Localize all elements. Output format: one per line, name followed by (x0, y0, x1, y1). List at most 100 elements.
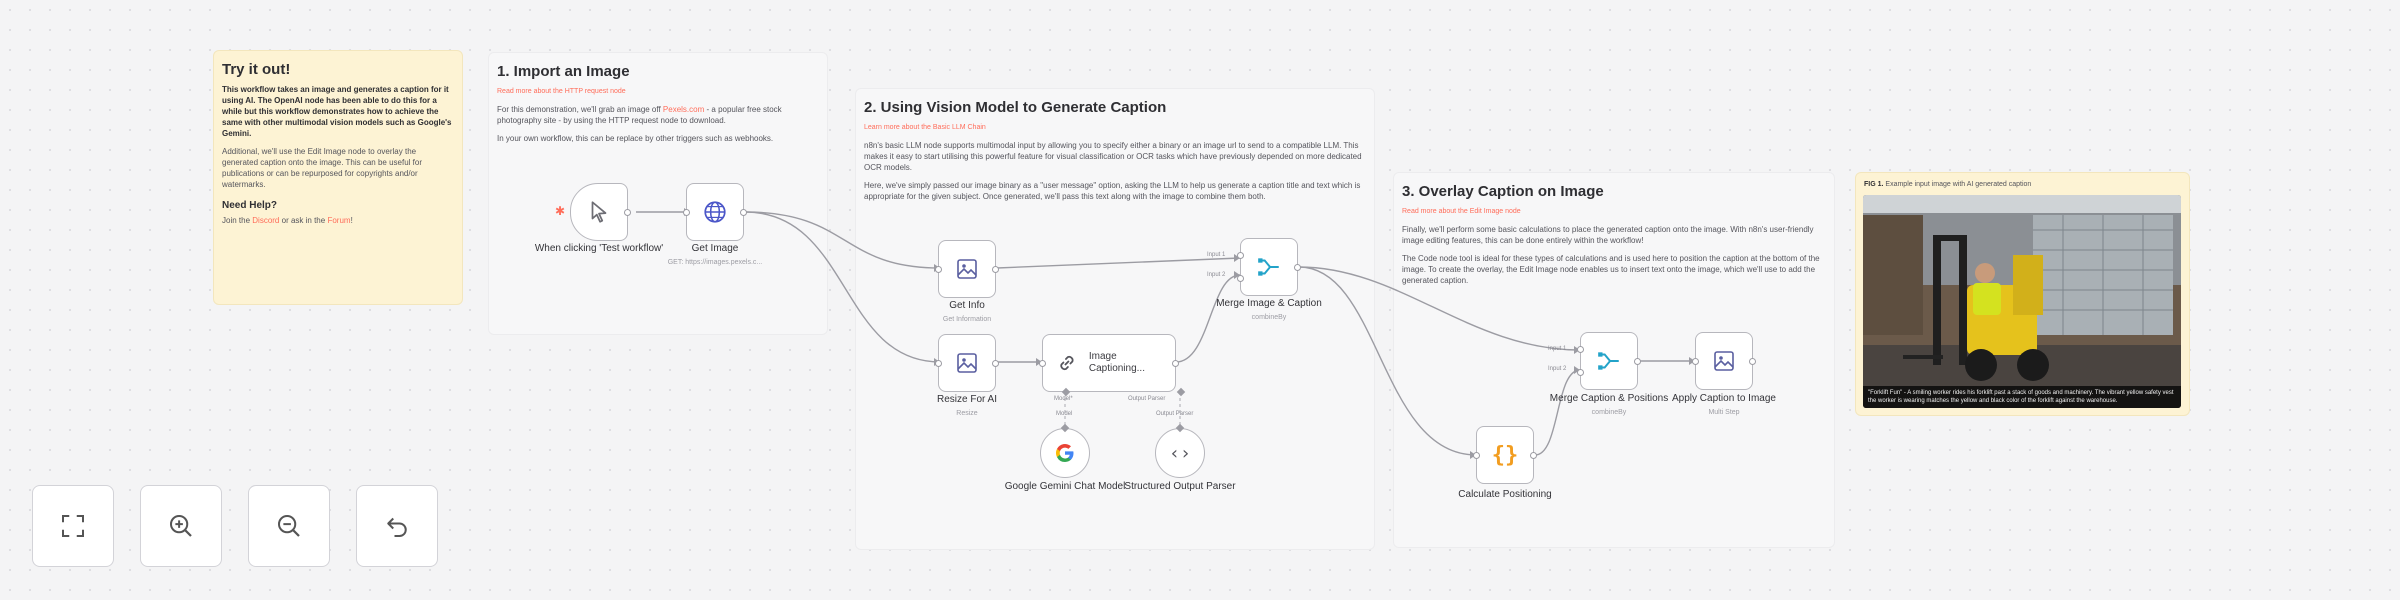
output-port[interactable] (624, 208, 631, 216)
zoom-out-button[interactable] (248, 485, 330, 567)
sticky-step-2[interactable]: 2. Using Vision Model to Generate Captio… (855, 88, 1375, 550)
node-google-gemini[interactable] (1040, 423, 1090, 478)
node-merge-image-caption[interactable] (1237, 238, 1301, 296)
node-subtitle: Resize (956, 410, 978, 417)
node-merge-caption-positions[interactable] (1577, 332, 1641, 390)
input-port[interactable] (935, 265, 942, 273)
sticky-title: Try it out! (222, 61, 291, 78)
output-port[interactable] (1294, 263, 1301, 271)
example-forklift-image: "Forklift Fun" - A smiling worker rides … (1863, 195, 2181, 408)
output-port[interactable] (740, 208, 747, 216)
sticky-step-1[interactable]: 1. Import an Image Read more about the H… (488, 52, 828, 335)
edit-image-doc-link[interactable]: Read more about the Edit Image node (1402, 208, 1521, 215)
forum-link[interactable]: Forum (327, 216, 351, 225)
output-port[interactable] (992, 265, 999, 273)
node-label: Structured Output Parser (1124, 481, 1236, 492)
node-label: Merge Image & Caption combineBy (1194, 298, 1344, 324)
output-port[interactable] (1749, 357, 1756, 365)
port-label: Model (1056, 411, 1073, 417)
node-get-image[interactable] (683, 183, 747, 241)
node-label: Google Gemini Chat Model (1004, 481, 1126, 492)
reset-zoom-button[interactable] (356, 485, 438, 567)
input-port-1[interactable] (1577, 346, 1584, 354)
code-braces-icon: {} (1491, 442, 1519, 468)
port-label: Output Parser (1156, 411, 1194, 417)
undo-icon (387, 517, 407, 537)
output-port[interactable] (1530, 451, 1537, 459)
pexels-link[interactable]: Pexels.com (662, 105, 705, 114)
fullscreen-icon (62, 515, 84, 537)
sticky-paragraph: In your own workflow, this can be replac… (497, 134, 774, 143)
node-apply-caption[interactable] (1692, 332, 1756, 390)
figure-heading: FIG 1. Example input image with AI gener… (1864, 181, 2032, 188)
input-port[interactable] (683, 208, 690, 216)
node-calculate-positioning[interactable]: {} (1473, 426, 1537, 484)
node-label: Get Info Get Information (892, 300, 1042, 326)
node-image-captioning[interactable]: Image Captioning... (1039, 334, 1186, 397)
node-subtitle: Multi Step (1708, 409, 1740, 416)
fit-view-button[interactable] (32, 485, 114, 567)
output-port[interactable] (1634, 357, 1641, 365)
zoom-in-icon (170, 515, 192, 537)
help-heading: Need Help? (222, 200, 278, 211)
chain-link-icon (1060, 355, 1074, 371)
sticky-paragraph: This workflow takes an image and generat… (222, 85, 452, 138)
output-port[interactable] (992, 359, 999, 367)
node-structured-output-parser[interactable]: ‹› (1155, 423, 1205, 478)
discord-link[interactable]: Discord (252, 216, 280, 225)
output-port[interactable] (1172, 359, 1179, 367)
sticky-paragraph: Here, we've simply passed our image bina… (864, 181, 1361, 201)
forklift-photo-illustration (1863, 195, 2181, 408)
input-label-2: Input 2 (1548, 366, 1567, 372)
node-manual-trigger[interactable] (570, 183, 631, 241)
input-port[interactable] (1039, 359, 1046, 367)
input-port-1[interactable] (1237, 252, 1244, 260)
node-label: When clicking 'Test workflow' (534, 243, 664, 254)
image-icon (957, 259, 977, 279)
edge-get-image-to-get-info (744, 211, 941, 269)
step-2-title: 2. Using Vision Model to Generate Captio… (864, 99, 1167, 116)
input-port[interactable] (1473, 451, 1480, 459)
input-port-2[interactable] (1577, 368, 1584, 376)
node-label: Calculate Positioning (1458, 489, 1552, 500)
step-3-title: 3. Overlay Caption on Image (1402, 183, 1604, 200)
http-request-doc-link[interactable]: Read more about the HTTP request node (497, 88, 626, 95)
node-label: Resize For AI Resize (892, 394, 1042, 420)
node-label: Image Captioning... (1088, 351, 1145, 374)
node-label: Apply Caption to Image Multi Step (1649, 393, 1799, 419)
port-label-model: Model* (1054, 396, 1073, 402)
trigger-flag-icon: ✱ (555, 204, 565, 218)
image-icon (1714, 351, 1734, 371)
zoom-in-button[interactable] (140, 485, 222, 567)
input-label-2: Input 2 (1207, 272, 1226, 278)
node-label: Merge Caption & Positions combineBy (1534, 393, 1684, 419)
node-subtitle: Get Information (942, 316, 992, 323)
sticky-paragraph: Additional, we'll use the Edit Image nod… (222, 147, 422, 189)
edge-merge1-to-calc (1298, 266, 1477, 456)
generated-caption-overlay: "Forklift Fun" - A smiling worker rides … (1863, 386, 2181, 408)
sticky-paragraph: For this demonstration, we'll grab an im… (497, 105, 782, 125)
sticky-try-it-out[interactable]: Try it out! This workflow takes an image… (213, 50, 463, 305)
input-label-1: Input 1 (1207, 252, 1226, 258)
image-icon (957, 353, 977, 373)
input-port[interactable] (935, 359, 942, 367)
llm-chain-doc-link[interactable]: Learn more about the Basic LLM Chain (864, 124, 986, 131)
edge-get-info-to-merge1 (996, 257, 1241, 269)
globe-icon (704, 201, 726, 223)
edge-calc-to-merge2 (1534, 369, 1581, 456)
node-subtitle: combineBy (1251, 314, 1287, 321)
sticky-paragraph: The Code node tool is ideal for these ty… (1402, 254, 1820, 285)
node-get-info[interactable] (935, 240, 999, 298)
input-label-1: Input 1 (1548, 346, 1567, 352)
node-resize-for-ai[interactable] (935, 334, 999, 392)
edge-merge1-to-merge2 (1298, 266, 1581, 351)
node-label: Get Image GET: https://images.pexels.c..… (640, 243, 790, 269)
input-port-2[interactable] (1237, 274, 1244, 282)
pointer-icon (591, 201, 607, 223)
node-subtitle: GET: https://images.pexels.c... (667, 259, 763, 266)
merge-icon (1258, 258, 1279, 276)
input-port[interactable] (1692, 357, 1699, 365)
sticky-paragraph: n8n's basic LLM node supports multimodal… (864, 141, 1362, 172)
google-g-icon (1056, 444, 1074, 462)
